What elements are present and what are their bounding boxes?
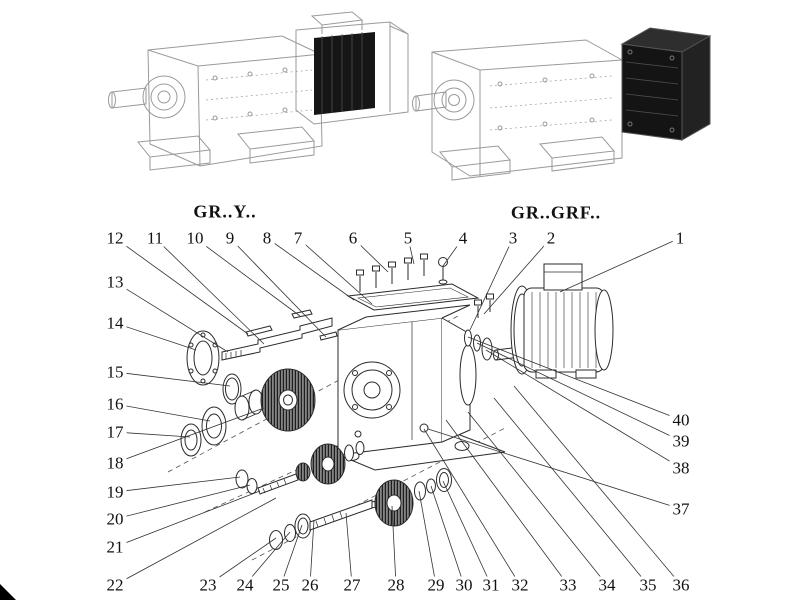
leader-line-1 xyxy=(559,237,681,293)
leader-line-7 xyxy=(297,237,373,305)
leader-line-26 xyxy=(309,519,315,586)
leader-line-22 xyxy=(114,497,277,586)
leader-line-16 xyxy=(114,403,211,422)
output-shaft-assembly xyxy=(269,468,452,550)
leader-line-28 xyxy=(391,505,397,586)
leader-line-23 xyxy=(207,537,277,586)
leader-line-17 xyxy=(114,431,191,438)
pinion-shaft-cluster xyxy=(235,462,311,495)
leader-line-36 xyxy=(513,385,682,586)
leader-line-20 xyxy=(114,484,251,520)
leader-line-13 xyxy=(114,281,229,353)
leader-line-30 xyxy=(430,485,465,586)
housing-cover-and-screws xyxy=(346,253,480,311)
bearings-left xyxy=(180,389,264,457)
input-shaft-assembly xyxy=(221,309,338,361)
leader-line-19 xyxy=(114,476,241,493)
leader-line-11 xyxy=(154,237,265,345)
leader-line-10 xyxy=(194,237,301,317)
leader-line-9 xyxy=(229,237,327,338)
leader-line-2 xyxy=(483,237,552,315)
leader-line-34 xyxy=(467,411,608,586)
illustration-gr-y xyxy=(108,11,409,171)
leader-line-40 xyxy=(467,336,682,421)
leader-line-14 xyxy=(114,322,197,351)
leader-line-6 xyxy=(352,237,389,273)
leader-line-8 xyxy=(266,237,355,301)
variant-label-gr-grf: GR..GRF.. xyxy=(508,202,604,224)
cover-screws xyxy=(356,253,448,292)
leader-line-37 xyxy=(427,428,682,510)
leader-line-3 xyxy=(469,237,514,331)
intermediate-gear-set xyxy=(310,441,365,485)
variant-label-gr-y: GR..Y.. xyxy=(191,201,259,223)
oil-seal-ring xyxy=(222,373,242,405)
large-gear xyxy=(260,368,316,432)
illustration-gr-grf xyxy=(412,27,712,181)
leader-line-12 xyxy=(114,237,249,335)
leader-line-31 xyxy=(442,480,492,586)
end-cover-flange xyxy=(186,330,220,386)
leader-line-18 xyxy=(114,407,265,464)
leader-line-4 xyxy=(442,237,464,267)
leader-line-27 xyxy=(345,512,353,586)
leader-line-32 xyxy=(423,428,521,586)
page-corner-mark xyxy=(0,584,16,600)
leader-line-21 xyxy=(114,490,261,548)
leader-line-39 xyxy=(476,342,682,442)
electric-motor xyxy=(493,263,614,379)
leader-line-15 xyxy=(114,371,231,387)
leader-line-35 xyxy=(493,397,649,586)
leader-line-38 xyxy=(485,349,682,469)
leader-line-29 xyxy=(418,490,437,586)
exploded-view xyxy=(167,253,614,561)
leader-line-25 xyxy=(280,524,303,586)
leader-line-33 xyxy=(445,419,569,586)
gearbox-housing xyxy=(337,304,477,456)
leader-line-24 xyxy=(244,531,291,586)
